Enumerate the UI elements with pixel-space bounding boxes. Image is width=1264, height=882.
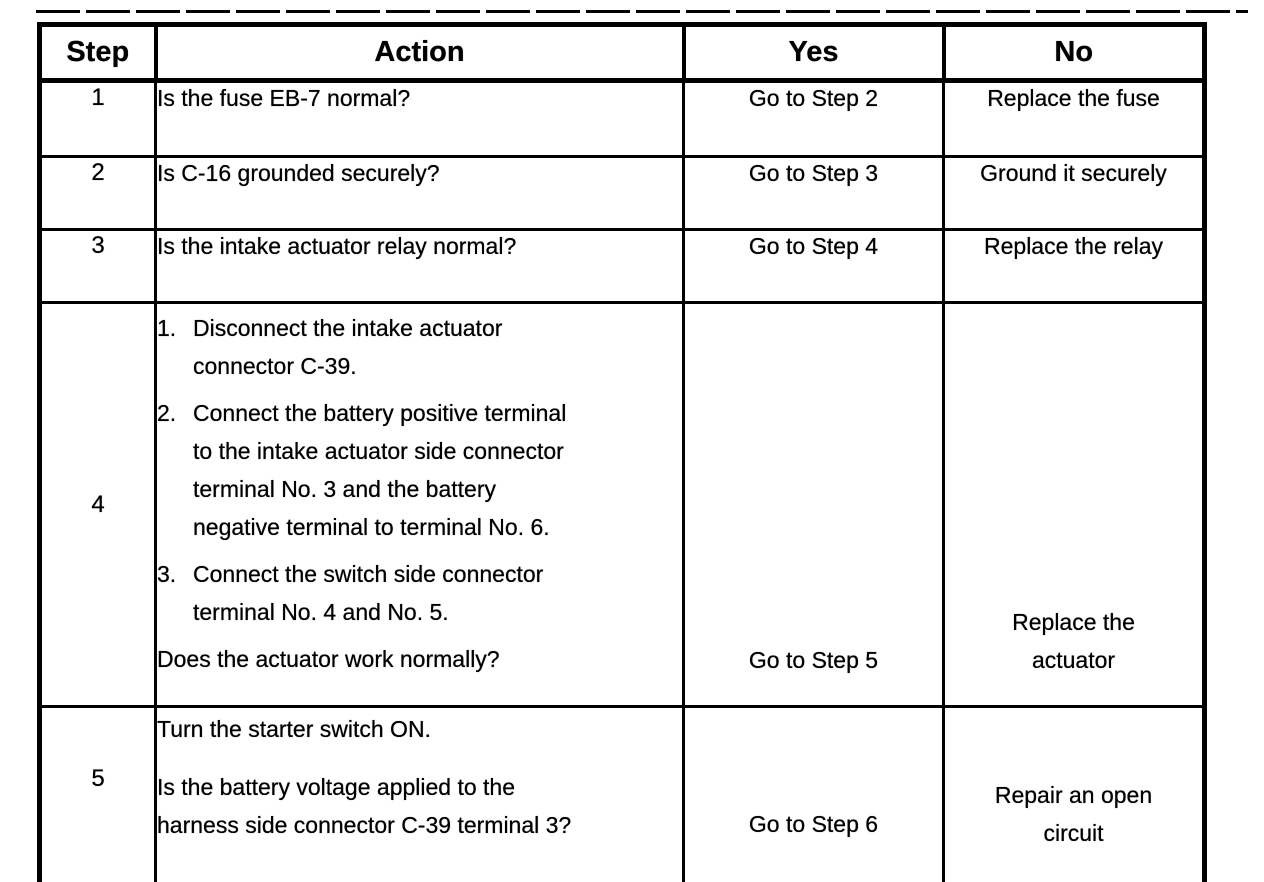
item-line: terminal No. 3 and the battery xyxy=(193,476,496,502)
action-line: harness side connector C-39 terminal 3? xyxy=(157,812,572,838)
action-paragraph-1: Turn the starter switch ON. xyxy=(157,710,681,748)
yes-cell: Go to Step 4 xyxy=(682,228,945,304)
yes-cell: Go to Step 5 xyxy=(682,301,945,708)
item-number: 3. xyxy=(157,561,177,587)
yes-cell: Go to Step 3 xyxy=(682,155,945,231)
no-cell: Replace the relay xyxy=(942,228,1206,304)
item-number: 1. xyxy=(157,315,177,341)
action-cell: Is the intake actuator relay normal? xyxy=(154,228,685,304)
yes-cell: Go to Step 2 xyxy=(682,79,945,158)
table-row-4: 4 1. Disconnect the intake actuator conn… xyxy=(38,301,1206,708)
item-number: 2. xyxy=(157,400,177,426)
table-header-row: Step Action Yes No xyxy=(37,23,1207,83)
table-row-5: 5 Turn the starter switch ON. Is the bat… xyxy=(38,705,1206,882)
no-cell: Ground it securely xyxy=(942,155,1206,231)
yes-cell: Go to Step 6 xyxy=(682,705,945,882)
item-line: negative terminal to terminal No. 6. xyxy=(193,514,550,540)
no-cell: Replace the actuator xyxy=(942,301,1206,708)
header-action: Action xyxy=(153,23,686,83)
item-line: terminal No. 4 and No. 5. xyxy=(193,599,449,625)
step-cell: 3 xyxy=(38,228,157,304)
item-line: to the intake actuator side connector xyxy=(193,438,564,464)
no-line: Replace the xyxy=(1012,609,1135,635)
action-cell: Turn the starter switch ON. Is the batte… xyxy=(154,705,685,882)
header-yes: Yes xyxy=(681,23,946,83)
item-line: Disconnect the intake actuator xyxy=(193,315,503,341)
step-cell: 1 xyxy=(38,79,157,158)
step-cell: 4 xyxy=(38,301,157,708)
troubleshooting-table: Step Action Yes No 1 Is the fuse EB-7 no… xyxy=(37,22,1207,882)
item-line: Connect the switch side connector xyxy=(193,561,544,587)
action-item-2: 2. Connect the battery positive terminal… xyxy=(157,394,681,546)
item-text: Connect the switch side connector termin… xyxy=(193,555,681,631)
item-text: Disconnect the intake actuator connector… xyxy=(193,309,681,385)
action-cell: 1. Disconnect the intake actuator connec… xyxy=(154,301,685,708)
no-cell: Replace the fuse xyxy=(942,79,1206,158)
table-row-3: 3 Is the intake actuator relay normal? G… xyxy=(38,228,1206,304)
no-line: actuator xyxy=(1031,647,1116,673)
header-step: Step xyxy=(37,23,158,83)
action-paragraph-2: Is the battery voltage applied to the ha… xyxy=(157,768,681,844)
action-cell: Is the fuse EB-7 normal? xyxy=(154,79,685,158)
header-no: No xyxy=(941,23,1207,83)
no-line: circuit xyxy=(1043,820,1104,846)
action-cell: Is C-16 grounded securely? xyxy=(154,155,685,231)
step-cell: 5 xyxy=(38,705,157,882)
action-line: Turn the starter switch ON. xyxy=(157,716,431,742)
no-cell: Repair an open circuit xyxy=(942,705,1206,882)
no-line: Repair an open xyxy=(994,782,1153,808)
item-text: Connect the battery positive terminal to… xyxy=(193,394,681,546)
step-cell: 2 xyxy=(38,155,157,231)
scan-artifact-line xyxy=(36,10,1248,13)
item-line: Connect the battery positive terminal xyxy=(193,400,567,426)
table-row-2: 2 Is C-16 grounded securely? Go to Step … xyxy=(38,155,1206,231)
action-item-1: 1. Disconnect the intake actuator connec… xyxy=(157,309,681,385)
action-line: Is the battery voltage applied to the xyxy=(157,774,516,800)
table-row-1: 1 Is the fuse EB-7 normal? Go to Step 2 … xyxy=(38,79,1206,158)
item-line: connector C-39. xyxy=(193,353,357,379)
action-item-3: 3. Connect the switch side connector ter… xyxy=(157,555,681,631)
action-question: Does the actuator work normally? xyxy=(157,646,500,672)
